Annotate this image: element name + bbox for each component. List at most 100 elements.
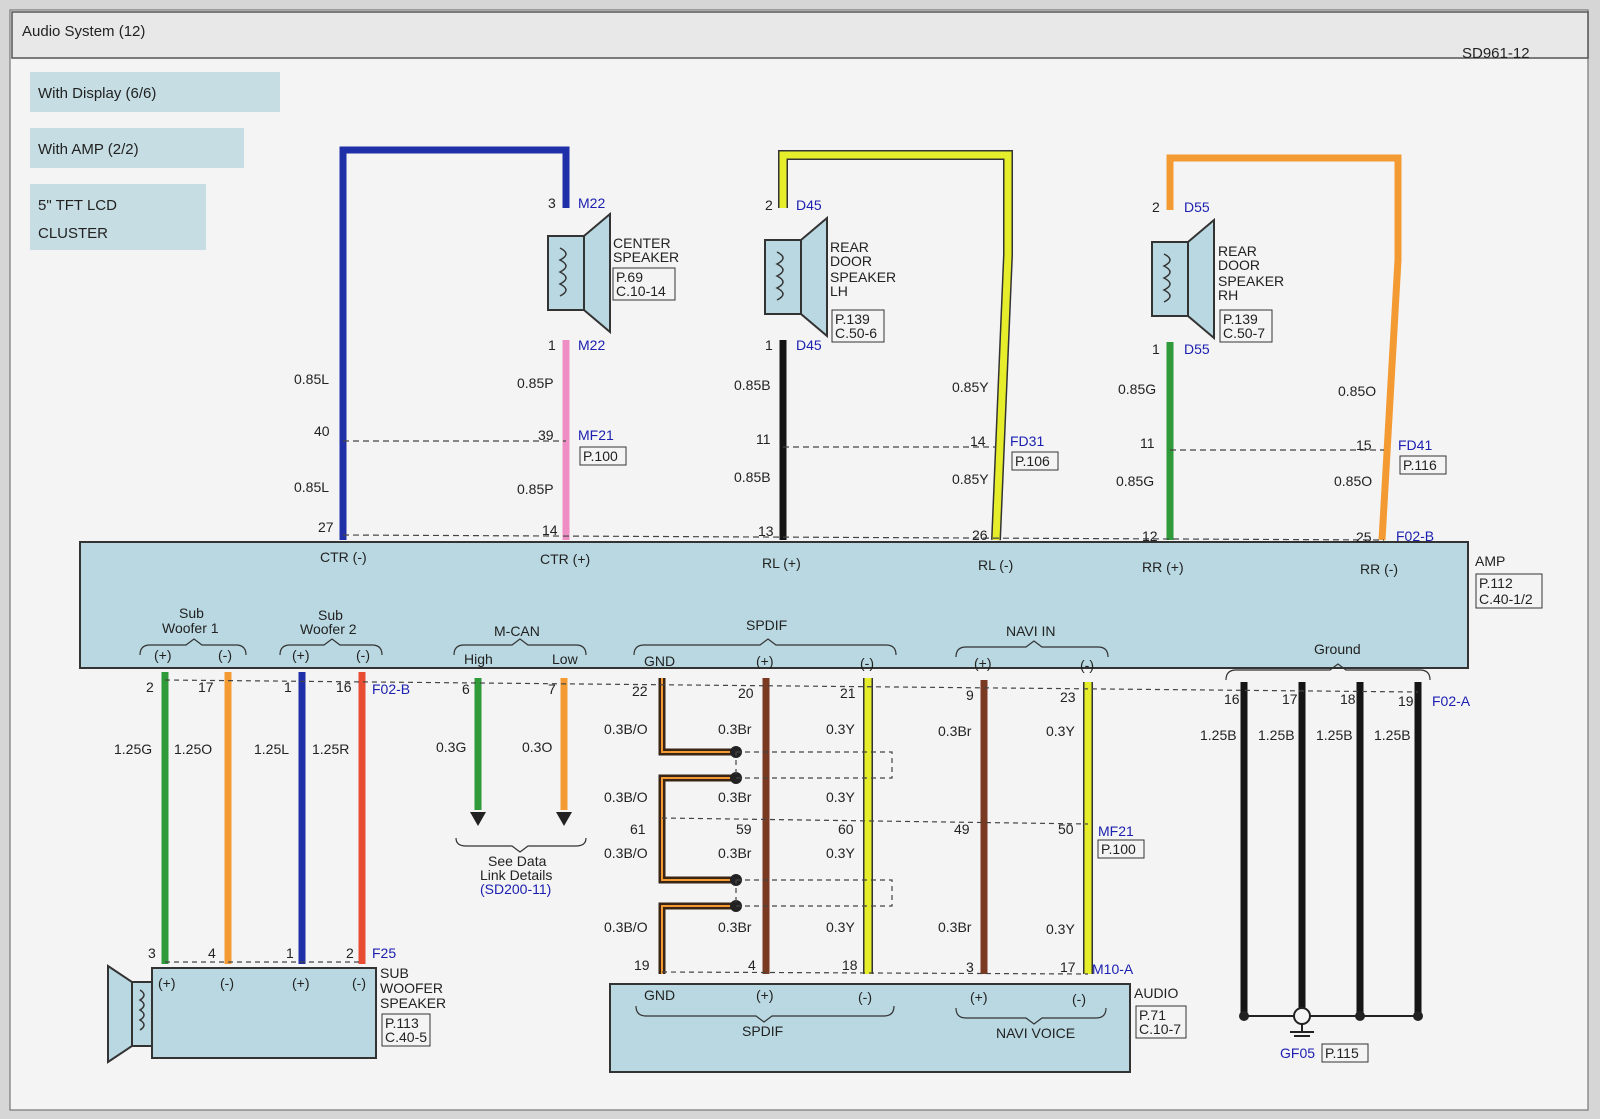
audio-top-conn: M10-A xyxy=(1092,961,1134,977)
ground-point xyxy=(1239,1007,1423,1037)
wire-spec-label: 0.3Y xyxy=(826,789,855,805)
svg-text:CENTER: CENTER xyxy=(613,235,671,251)
svg-text:P.139: P.139 xyxy=(1223,311,1258,327)
wire-spec-label: 0.3B/O xyxy=(604,919,648,935)
svg-text:C.50-7: C.50-7 xyxy=(1223,325,1265,341)
option-amp-label: With AMP (2/2) xyxy=(38,141,139,158)
rear-lh-speaker-label: REAR DOOR SPEAKER LH P.139 C.50-6 xyxy=(830,239,896,343)
svg-text:(-): (-) xyxy=(858,989,872,1005)
wire-spec-label: 0.3Br xyxy=(938,723,972,739)
wire-spec-label: 0.85Y xyxy=(952,471,989,487)
wire-spec-label: 0.85L xyxy=(294,371,329,387)
wire-spec-label: 0.85P xyxy=(517,481,554,497)
wire-spec-label: 0.3Br xyxy=(718,919,752,935)
svg-text:Woofer 1: Woofer 1 xyxy=(162,620,219,636)
amp-top-pin: 27 xyxy=(318,519,334,535)
svg-text:DOOR: DOOR xyxy=(1218,257,1260,273)
amp-top-pin-label: RR (+) xyxy=(1142,559,1184,575)
mcan-high-arrow xyxy=(470,812,486,826)
mf21-pin-right: 39 xyxy=(538,427,554,443)
amp-top-pin-label: RL (+) xyxy=(762,555,801,571)
amp-bottom-conn-a: F02-A xyxy=(1432,693,1471,709)
wire-spec-label: 0.85G xyxy=(1116,473,1154,489)
wire-spec-label: 0.85P xyxy=(517,375,554,391)
center-bot-pin: 1 xyxy=(548,337,556,353)
svg-text:C.40-5: C.40-5 xyxy=(385,1029,427,1045)
sub-pin: 2 xyxy=(346,945,354,961)
svg-text:(-): (-) xyxy=(1080,657,1094,673)
wire-spec-label: 0.85Y xyxy=(952,379,989,395)
wire-spec-label: 1.25O xyxy=(174,741,212,757)
ground-page: P.115 xyxy=(1325,1045,1359,1061)
center-top-conn: M22 xyxy=(578,195,605,211)
sub-label: SUB xyxy=(380,965,409,981)
wire-spec-label: 0.85G xyxy=(1118,381,1156,397)
amp-top-pin-label: RR (-) xyxy=(1360,561,1398,577)
wire-spec-label: 0.85O xyxy=(1334,473,1372,489)
bottom-pin: 6 xyxy=(462,681,470,697)
amp-top-pin-label: CTR (+) xyxy=(540,551,590,567)
svg-text:(+): (+) xyxy=(756,653,774,669)
mf21-bottom-pin: 61 xyxy=(630,821,646,837)
mf21-bottom-pin: 59 xyxy=(736,821,752,837)
wire-spec-label: 0.85O xyxy=(1338,383,1376,399)
diagram-code: SD961-12 xyxy=(1462,45,1530,62)
lh-bot-pin: 1 xyxy=(765,337,773,353)
svg-text:SPEAKER: SPEAKER xyxy=(830,269,896,285)
fd31-name: FD31 xyxy=(1010,433,1044,449)
option-tag-cluster xyxy=(30,184,206,250)
bottom-pin: 1 xyxy=(284,679,292,695)
mcan-note: See Data xyxy=(488,853,547,869)
amp-top-pin-label: RL (-) xyxy=(978,557,1013,573)
wire-spec-label: 0.3Y xyxy=(1046,921,1075,937)
svg-text:(-): (-) xyxy=(356,647,370,663)
svg-text:(+): (+) xyxy=(974,655,992,671)
svg-text:RH: RH xyxy=(1218,287,1238,303)
mf21-name: MF21 xyxy=(578,427,614,443)
bottom-pin: 7 xyxy=(548,681,556,697)
sub-pin: 1 xyxy=(286,945,294,961)
rh-top-conn: D55 xyxy=(1184,199,1210,215)
amp-group-sub2: Sub xyxy=(318,607,343,623)
svg-text:SPEAKER: SPEAKER xyxy=(1218,273,1284,289)
svg-text:(+): (+) xyxy=(292,975,310,991)
svg-text:LH: LH xyxy=(830,283,848,299)
amp-group-navi: NAVI IN xyxy=(1006,623,1056,639)
svg-text:Woofer 2: Woofer 2 xyxy=(300,621,357,637)
audio-connector-line xyxy=(661,971,1089,975)
header-bar xyxy=(11,11,1589,59)
wire-spec-label: 0.3B/O xyxy=(604,721,648,737)
fd41-pin-right: 15 xyxy=(1356,437,1372,453)
svg-text:(-): (-) xyxy=(1072,991,1086,1007)
audio-pin: 4 xyxy=(748,957,756,973)
amp-top-pin: 12 xyxy=(1142,528,1158,544)
amp-name: AMP xyxy=(1475,553,1505,569)
wire-spec-label: 1.25R xyxy=(312,741,349,757)
wire-spec-label: 0.85L xyxy=(294,479,329,495)
svg-text:REAR: REAR xyxy=(1218,243,1257,259)
wire-spec-label: 0.3B/O xyxy=(604,845,648,861)
wire-spec-label: 0.3G xyxy=(436,739,466,755)
sub-conn: F25 xyxy=(372,945,396,961)
wire-spec-label: 1.25B xyxy=(1316,727,1353,743)
svg-text:GND: GND xyxy=(644,653,675,669)
audio-pin: 3 xyxy=(966,959,974,975)
audio-navi-label: NAVI VOICE xyxy=(996,1025,1075,1041)
amp-group-ground: Ground xyxy=(1314,641,1361,657)
svg-text:SPEAKER: SPEAKER xyxy=(613,249,679,265)
mf21-bottom-page: P.100 xyxy=(1101,841,1136,857)
svg-text:P.71: P.71 xyxy=(1139,1007,1166,1023)
ground-icon xyxy=(1293,1007,1311,1025)
svg-text:(+): (+) xyxy=(292,647,310,663)
rear-door-speaker-lh xyxy=(764,215,828,339)
mcan-link[interactable]: (SD200-11) xyxy=(480,881,551,897)
svg-text:C.10-14: C.10-14 xyxy=(616,283,666,299)
wire-spec-label: 1.25B xyxy=(1200,727,1237,743)
bottom-pin: 2 xyxy=(146,679,154,695)
amp-bottom-conn: F02-B xyxy=(372,681,410,697)
wire-spec-label: 1.25B xyxy=(1258,727,1295,743)
rear-rh-speaker-label: REAR DOOR SPEAKER RH P.139 C.50-7 xyxy=(1218,243,1284,343)
rear-door-speaker-rh xyxy=(1151,217,1215,341)
amp-bottom-connector-line xyxy=(164,679,1419,693)
